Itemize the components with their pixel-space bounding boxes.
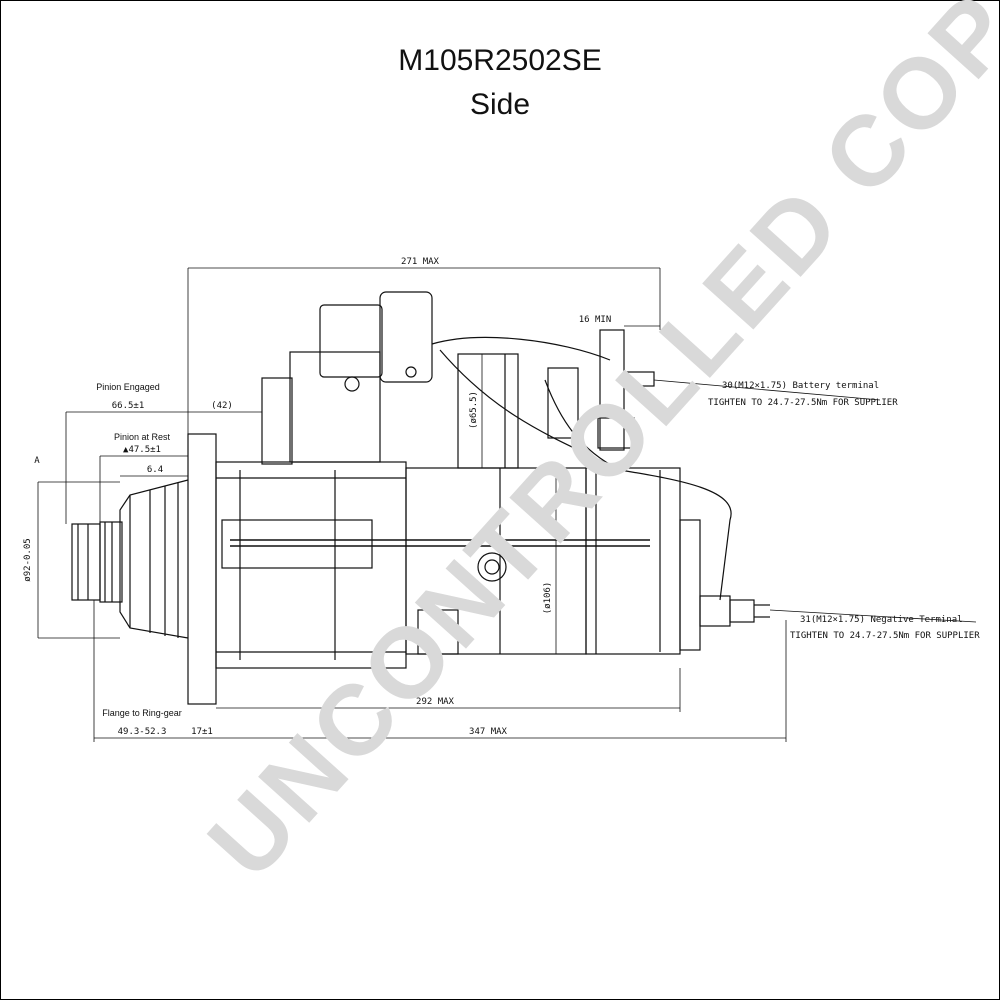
dim-65-5: (ø65.5) <box>469 391 479 429</box>
dimension-lines <box>37 267 977 742</box>
dim-pinion-rest: ▲47.5±1 <box>123 445 161 455</box>
battery-torque-note: TIGHTEN TO 24.7-27.5Nm FOR SUPPLIER <box>708 398 898 408</box>
battery-stud-block <box>547 367 579 439</box>
battery-terminal-post <box>599 329 625 451</box>
starter-outline <box>71 291 770 705</box>
wiring-harness <box>431 336 611 361</box>
dim-271-max: 271 MAX <box>401 257 440 267</box>
dim-292-max: 292 MAX <box>416 697 455 707</box>
dim-17: 17±1 <box>191 727 213 737</box>
pinion-shaft <box>71 523 101 601</box>
mount-bolt-head <box>344 376 360 392</box>
shift-lever-cover <box>221 519 373 569</box>
solenoid-cap <box>261 377 293 465</box>
negative-terminal-nut <box>699 595 731 627</box>
pinion-engaged-label: Pinion Engaged <box>96 382 160 392</box>
connector-housing <box>319 304 383 378</box>
dim-6-4: 6.4 <box>147 465 163 475</box>
dim-16-min: 16 MIN <box>579 315 612 325</box>
drive-housing <box>119 479 189 639</box>
battery-terminal-callout: 30(M12×1.75) Battery terminal <box>722 381 879 391</box>
battery-terminal-stud <box>623 371 655 387</box>
terminal-nut <box>597 417 635 449</box>
part-number-title: M105R2502SE <box>398 44 602 77</box>
dim-106: (ø106) <box>543 582 553 615</box>
dim-347-max: 347 MAX <box>469 727 508 737</box>
dim-pinion-engaged: 66.5±1 <box>112 401 145 411</box>
vent-boss <box>477 552 507 582</box>
flange-ringgear-label: Flange to Ring-gear <box>102 708 182 718</box>
solenoid-body <box>289 351 381 463</box>
negative-terminal-stud <box>729 599 755 623</box>
end-bracket <box>679 519 701 651</box>
mounting-flange <box>187 433 217 705</box>
datum-a: A <box>34 456 40 466</box>
negative-torque-note: TIGHTEN TO 24.7-27.5Nm FOR SUPPLIER <box>790 631 980 641</box>
negative-terminal-callout: 31(M12×1.75) Negative Terminal <box>800 615 963 625</box>
commutator-end-cap <box>585 467 681 655</box>
nameplate-area <box>417 609 459 655</box>
gear-housing <box>215 461 407 669</box>
dim-pilot-diameter: ø92-0.05 <box>23 538 33 581</box>
view-subtitle: Side <box>469 88 531 121</box>
dim-flange-ringgear: 49.3-52.3 <box>118 727 167 737</box>
electrical-connector <box>379 291 433 383</box>
pinion-rest-label: Pinion at Rest <box>114 432 171 442</box>
solenoid-coil <box>457 353 519 469</box>
pinion-gear <box>99 521 123 603</box>
dim-42: (42) <box>211 401 233 411</box>
